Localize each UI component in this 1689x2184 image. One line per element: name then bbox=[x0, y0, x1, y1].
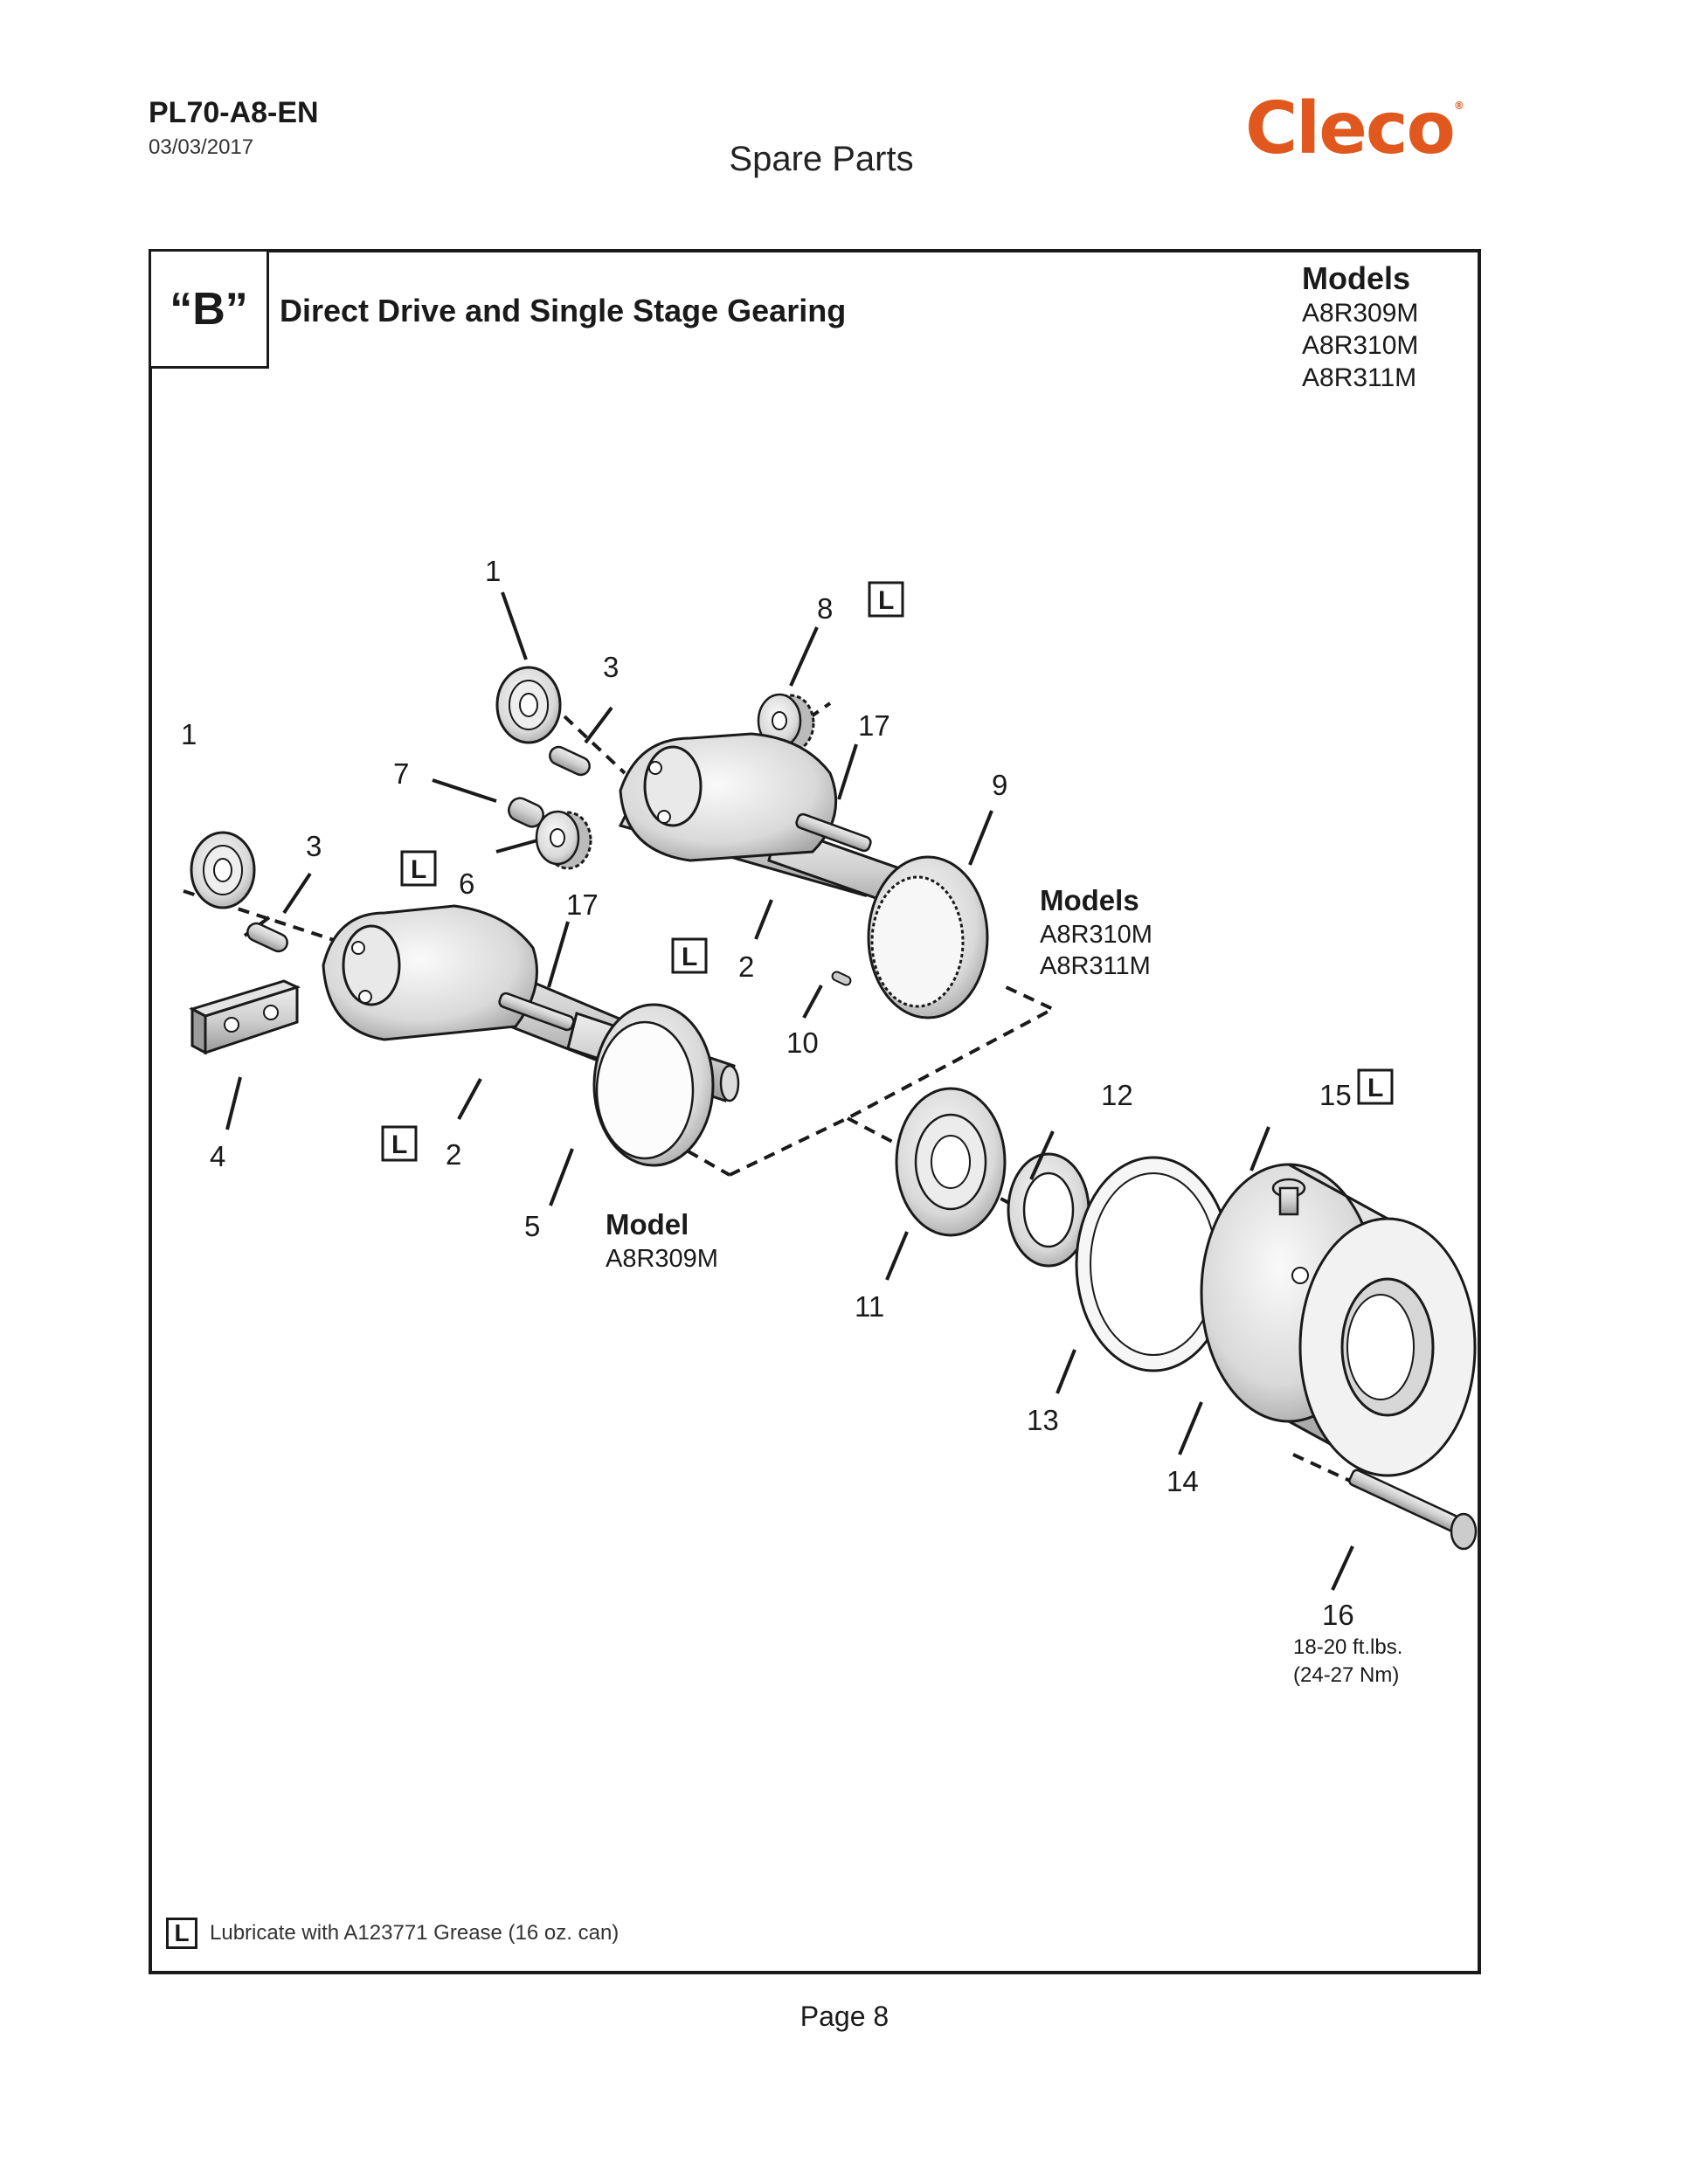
gear-part-6 bbox=[535, 810, 592, 870]
models-group-b: Model A8R309M bbox=[606, 1208, 718, 1273]
document-date: 03/03/2017 bbox=[149, 135, 254, 159]
callout-3-lower: 3 bbox=[306, 830, 322, 862]
lubrication-legend: L Lubricate with A123771 Grease (16 oz. … bbox=[166, 1918, 619, 1949]
section-letter-box: “B” bbox=[149, 249, 269, 369]
lube-legend-text: Lubricate with A123771 Grease (16 oz. ca… bbox=[210, 1921, 620, 1945]
logo-text: Cleco bbox=[1245, 87, 1456, 170]
bearing-part-1-lower bbox=[190, 831, 256, 909]
registered-mark: ® bbox=[1453, 100, 1464, 112]
ring-part-5 bbox=[592, 1003, 715, 1167]
cleco-logo: Cleco® bbox=[1245, 87, 1464, 170]
lube-marker-part-6: L bbox=[400, 850, 437, 887]
section-title: Spare Parts bbox=[729, 140, 914, 178]
callout-2-upper: 2 bbox=[738, 950, 754, 983]
panel-title: Direct Drive and Single Stage Gearing bbox=[280, 293, 847, 328]
callout-8: 8 bbox=[817, 592, 833, 625]
lube-marker-part-2-upper: L bbox=[671, 937, 708, 974]
bearing-part-1-upper bbox=[495, 666, 562, 744]
callout-15: 15 bbox=[1319, 1079, 1352, 1111]
callout-14: 14 bbox=[1166, 1465, 1199, 1497]
models-list: Models A8R309M A8R310M A8R311M bbox=[1302, 260, 1459, 394]
lube-legend-mark: L bbox=[166, 1918, 197, 1949]
housing-part-14 bbox=[1200, 1163, 1477, 1477]
lube-markers: L L L L L bbox=[381, 581, 1394, 1162]
callout-6: 6 bbox=[459, 867, 474, 900]
torque-imperial: 18-20 ft.lbs. bbox=[1293, 1635, 1402, 1659]
callout-numbers: 1 1 3 3 8 7 6 17 17 9 2 2 4 10 5 11 12 1… bbox=[181, 555, 1354, 1631]
group-a-model: A8R310M bbox=[1040, 921, 1153, 949]
callout-4: 4 bbox=[210, 1140, 225, 1172]
pin-part-3-lower bbox=[246, 922, 288, 953]
callout-17-upper: 17 bbox=[858, 709, 890, 742]
torque-note: 18-20 ft.lbs. (24-27 Nm) bbox=[1293, 1635, 1402, 1687]
callout-10: 10 bbox=[786, 1026, 819, 1059]
callout-1-lower: 1 bbox=[181, 718, 197, 750]
models-heading: Models bbox=[1302, 260, 1411, 296]
callout-17-lower: 17 bbox=[566, 888, 599, 921]
svg-text:L: L bbox=[1367, 1074, 1383, 1102]
callout-3-upper: 3 bbox=[603, 651, 619, 683]
gasket-part-13 bbox=[1075, 1156, 1232, 1372]
torque-metric: (24-27 Nm) bbox=[1293, 1663, 1399, 1687]
key-part-17-upper bbox=[795, 812, 872, 853]
callout-13: 13 bbox=[1027, 1404, 1059, 1436]
group-b-heading: Model bbox=[606, 1208, 689, 1241]
callout-12: 12 bbox=[1101, 1079, 1133, 1111]
callout-9: 9 bbox=[992, 769, 1007, 801]
lube-marker-part-2-lower: L bbox=[381, 1125, 418, 1162]
models-group-a: Models A8R310M A8R311M bbox=[1040, 884, 1153, 980]
pin-part-3-upper bbox=[549, 745, 591, 777]
ring-gear-part-9 bbox=[867, 855, 989, 1019]
svg-text:L: L bbox=[411, 855, 426, 884]
key-part-17-lower bbox=[498, 992, 575, 1032]
exploded-parts-diagram: 1 1 3 3 8 7 6 17 17 9 2 2 4 10 5 11 12 1… bbox=[181, 555, 1478, 1687]
group-a-model: A8R311M bbox=[1040, 952, 1151, 980]
svg-text:L: L bbox=[682, 943, 697, 971]
spindle-part-2-upper bbox=[618, 732, 945, 920]
gear-part-8 bbox=[757, 693, 815, 753]
screw-part-15 bbox=[1271, 1178, 1306, 1216]
svg-text:L: L bbox=[878, 586, 894, 615]
leader-lines bbox=[225, 591, 1354, 1591]
callout-1-upper: 1 bbox=[485, 555, 501, 587]
block-part-4 bbox=[189, 979, 301, 1055]
callout-2-lower: 2 bbox=[446, 1138, 461, 1171]
callout-16: 16 bbox=[1322, 1599, 1354, 1631]
lube-marker-part-8: L bbox=[868, 581, 904, 618]
model-item: A8R310M bbox=[1302, 331, 1419, 360]
lube-marker-part-15: L bbox=[1357, 1068, 1394, 1105]
document-id: PL70-A8-EN bbox=[149, 96, 319, 129]
page-number: Page 8 bbox=[800, 2001, 889, 2032]
pin-part-10 bbox=[831, 971, 852, 986]
bearing-part-11 bbox=[895, 1087, 1007, 1237]
callout-5: 5 bbox=[524, 1210, 540, 1242]
callout-7: 7 bbox=[393, 757, 409, 790]
callout-11: 11 bbox=[855, 1290, 884, 1323]
svg-text:L: L bbox=[391, 1130, 407, 1159]
bolt-part-16 bbox=[1348, 1469, 1478, 1551]
diagram-frame bbox=[149, 249, 1481, 1974]
group-a-heading: Models bbox=[1040, 884, 1139, 916]
group-b-model: A8R309M bbox=[606, 1245, 718, 1273]
model-item: A8R309M bbox=[1302, 299, 1419, 328]
model-item: A8R311M bbox=[1302, 363, 1417, 392]
